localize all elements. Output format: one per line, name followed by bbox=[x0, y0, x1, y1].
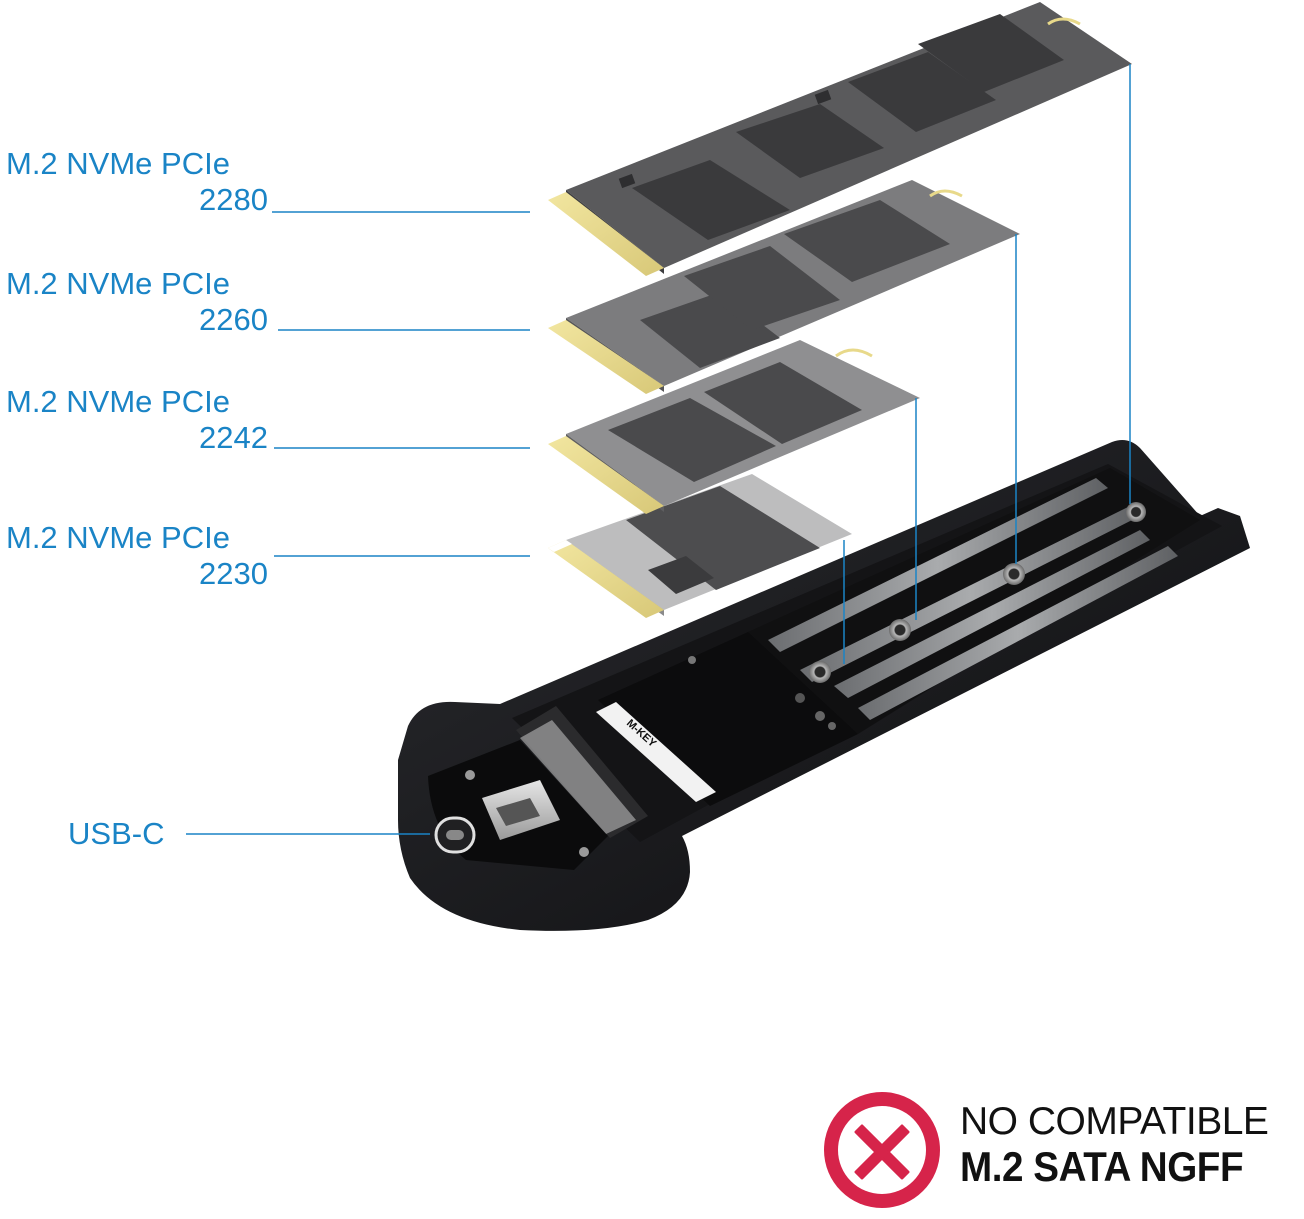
usb-c-label: USB-C bbox=[68, 816, 165, 851]
vertical-guides bbox=[843, 64, 1131, 664]
x-mark-icon bbox=[824, 1092, 940, 1208]
standoff-2242 bbox=[889, 619, 911, 641]
ssd-2242 bbox=[548, 340, 920, 514]
warning-title: NO COMPATIBLE bbox=[960, 1100, 1269, 1143]
ssd-label-type: M.2 NVMe PCIe bbox=[6, 266, 230, 301]
ssd-2260 bbox=[548, 180, 1020, 394]
incompatibility-warning: NO COMPATIBLE M.2 SATA NGFF bbox=[820, 1088, 1300, 1212]
warning-subtitle: M.2 SATA NGFF bbox=[960, 1143, 1244, 1190]
ssd-label-size: 2242 bbox=[199, 420, 268, 455]
ssd-label-type: M.2 NVMe PCIe bbox=[6, 384, 230, 419]
standoff-2260 bbox=[1003, 563, 1025, 585]
ssd-label-2242: M.2 NVMe PCIe 2242 bbox=[6, 384, 268, 456]
ssd-label-2230: M.2 NVMe PCIe 2230 bbox=[6, 520, 268, 592]
standoff-2230 bbox=[809, 661, 831, 683]
leader-lines bbox=[186, 211, 530, 835]
standoff-2280 bbox=[1126, 502, 1146, 522]
ssd-label-2280: M.2 NVMe PCIe 2280 bbox=[6, 146, 268, 218]
ssd-label-type: M.2 NVMe PCIe bbox=[6, 146, 230, 181]
ssd-2230 bbox=[548, 474, 852, 618]
ssd-label-size: 2280 bbox=[199, 182, 268, 217]
ssd-label-size: 2230 bbox=[199, 556, 268, 591]
ssd-label-type: M.2 NVMe PCIe bbox=[6, 520, 230, 555]
ssd-2280 bbox=[548, 2, 1132, 276]
ssd-label-2260: M.2 NVMe PCIe 2260 bbox=[6, 266, 268, 338]
enclosure: M-KEY bbox=[398, 440, 1250, 931]
ssd-label-size: 2260 bbox=[199, 302, 268, 337]
